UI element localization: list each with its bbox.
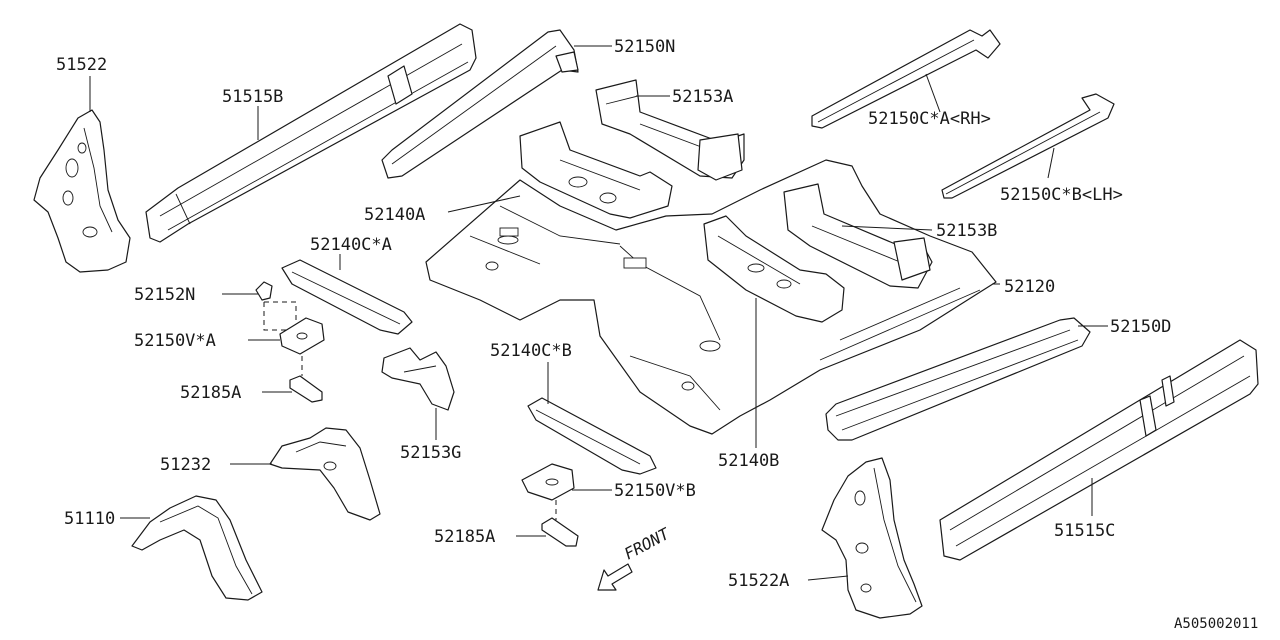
- label-52150N[interactable]: 52150N: [614, 37, 675, 57]
- label-52140C-B[interactable]: 52140C*B: [490, 341, 572, 361]
- part-52150C-B-shape[interactable]: [941, 93, 1115, 199]
- part-52140B-shape[interactable]: [703, 215, 845, 323]
- label-52140C-A[interactable]: 52140C*A: [310, 235, 392, 255]
- label-52185A-1[interactable]: 52185A: [180, 383, 241, 403]
- label-52140A[interactable]: 52140A: [364, 205, 425, 225]
- label-51110[interactable]: 51110: [64, 509, 115, 529]
- label-52120[interactable]: 52120: [1004, 277, 1055, 297]
- part-52150D-shape[interactable]: [825, 317, 1091, 441]
- part-52140C-B-shape[interactable]: [527, 397, 657, 475]
- label-51522[interactable]: 51522: [56, 55, 107, 75]
- part-51110-shape[interactable]: [131, 495, 263, 601]
- front-arrow-icon: [597, 563, 633, 591]
- part-52185A-2-shape[interactable]: [541, 517, 579, 547]
- label-52185A-2[interactable]: 52185A: [434, 527, 495, 547]
- part-52150V-A-shape[interactable]: [279, 317, 325, 355]
- label-52152N[interactable]: 52152N: [134, 285, 195, 305]
- part-52152N-shape[interactable]: [255, 281, 273, 301]
- part-52140C-A-shape[interactable]: [281, 259, 413, 335]
- part-51515B-shape[interactable]: [145, 23, 477, 243]
- label-52150V-B[interactable]: 52150V*B: [614, 481, 696, 501]
- label-52153A[interactable]: 52153A: [672, 87, 733, 107]
- label-52150D[interactable]: 52150D: [1110, 317, 1171, 337]
- label-51232[interactable]: 51232: [160, 455, 211, 475]
- part-52150V-B-shape[interactable]: [521, 463, 575, 501]
- diagram-code: A505002011: [1174, 616, 1258, 632]
- label-52150C-B-LH[interactable]: 52150C*B<LH>: [1000, 185, 1123, 205]
- part-52140A-shape[interactable]: [519, 121, 673, 219]
- front-label: FRONT: [621, 524, 674, 564]
- part-51522A-shape[interactable]: [821, 457, 923, 619]
- label-52153G[interactable]: 52153G: [400, 443, 461, 463]
- part-52153G-shape[interactable]: [381, 347, 455, 411]
- part-52150N-shape[interactable]: [381, 29, 579, 179]
- part-52153A-shape[interactable]: [595, 79, 745, 181]
- label-52150C-A-RH[interactable]: 52150C*A<RH>: [868, 109, 991, 129]
- part-52185A-1-shape[interactable]: [289, 375, 323, 403]
- part-52150C-A-shape[interactable]: [811, 29, 1001, 129]
- part-51232-shape[interactable]: [269, 427, 381, 521]
- part-51515C-shape[interactable]: [939, 339, 1259, 561]
- label-52140B[interactable]: 52140B: [718, 451, 779, 471]
- label-51515C[interactable]: 51515C: [1054, 521, 1115, 541]
- label-51522A[interactable]: 51522A: [728, 571, 789, 591]
- part-51522-shape[interactable]: [33, 109, 131, 273]
- label-52150V-A[interactable]: 52150V*A: [134, 331, 216, 351]
- label-52153B[interactable]: 52153B: [936, 221, 997, 241]
- part-52153B-shape[interactable]: [783, 183, 933, 289]
- leader-lines: [89, 45, 1108, 581]
- label-51515B[interactable]: 51515B: [222, 87, 283, 107]
